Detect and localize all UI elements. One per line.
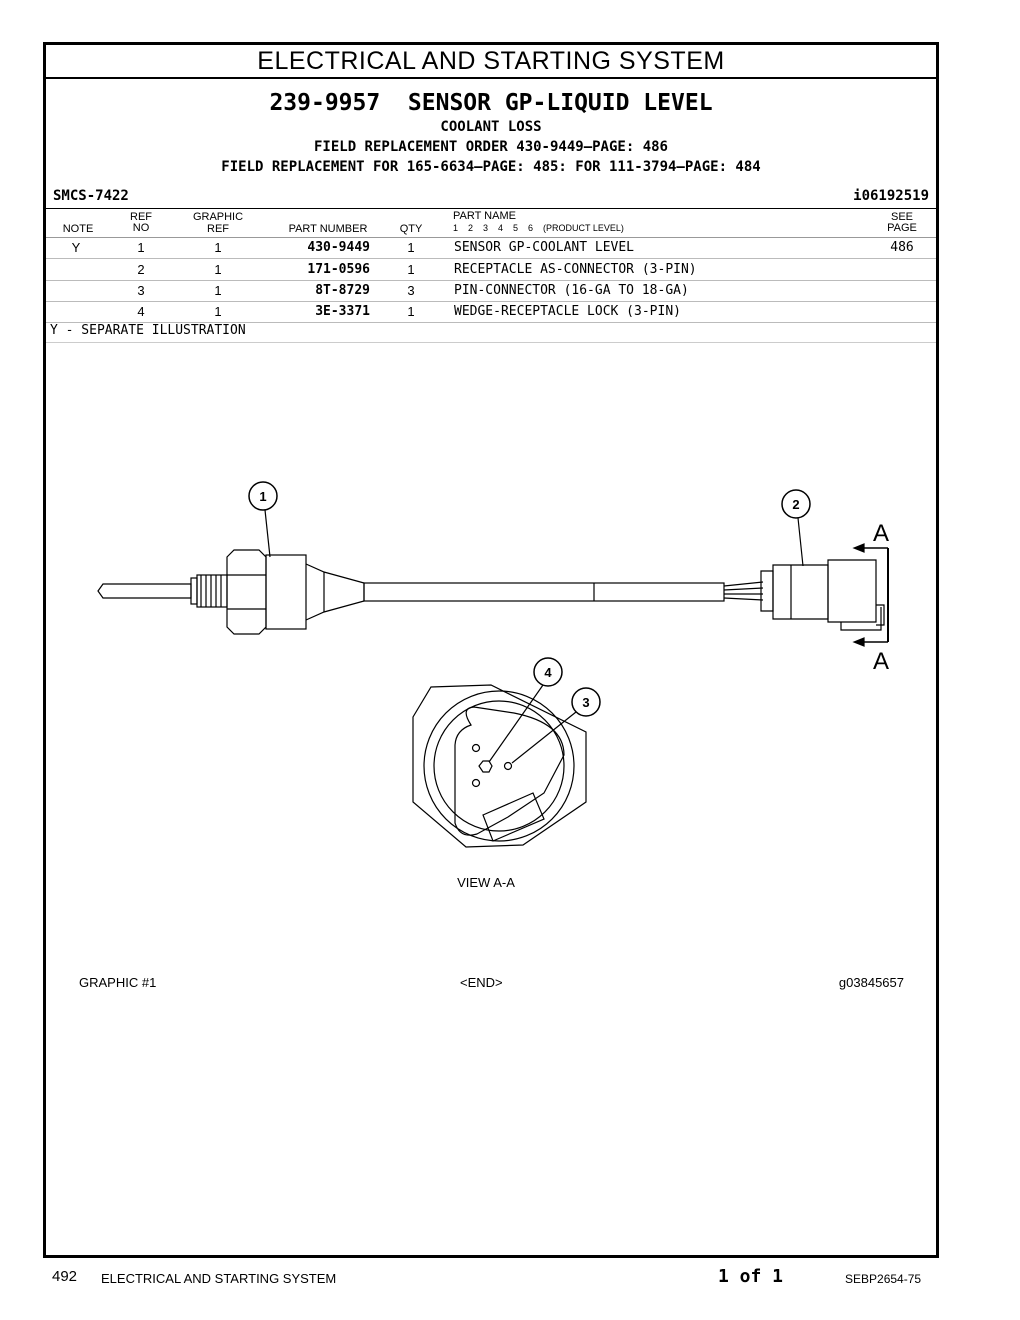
part-group-title: 239-9957 SENSOR GP-LIQUID LEVEL	[269, 90, 713, 116]
connector-lock	[840, 607, 882, 631]
row-graphic-ref: 1	[214, 240, 222, 255]
hex-body	[226, 549, 267, 635]
row-ref: 2	[137, 262, 145, 277]
pin-hole	[471, 743, 481, 753]
row-part-number: 430-9449	[307, 240, 370, 255]
section-title: ELECTRICAL AND STARTING SYSTEM	[46, 45, 936, 79]
field-replacement-order: FIELD REPLACEMENT ORDER 430-9449—PAGE: 4…	[313, 139, 668, 155]
table-row: 2 1 171-0596 1 RECEPTACLE AS-CONNECTOR (…	[46, 259, 936, 281]
footer-document-number: SEBP2654-75	[845, 1272, 922, 1286]
field-replacement-for: FIELD REPLACEMENT FOR 165-6634—PAGE: 485…	[221, 159, 761, 175]
sensor-cable	[363, 582, 725, 602]
col-graphic-line2: REF	[207, 223, 229, 235]
col-part-number: PART NUMBER	[288, 223, 368, 235]
callout-1-circle	[248, 481, 278, 511]
footer-page-number: 492	[52, 1268, 78, 1285]
row-part-name: SENSOR GP-COOLANT LEVEL	[454, 240, 635, 255]
row-ref: 1	[137, 240, 145, 255]
center-pin	[478, 760, 493, 773]
col-see-line2: PAGE	[887, 222, 917, 234]
thread-start	[190, 577, 198, 605]
connector-wires	[723, 581, 764, 601]
row-part-number: 8T-8729	[315, 283, 370, 298]
table-row: 4 1 3E-3371 1 WEDGE-RECEPTACLE LOCK (3-P…	[46, 301, 936, 323]
row-part-number: 171-0596	[307, 262, 370, 277]
wedge-lock	[482, 792, 545, 842]
col-ref-line2: NO	[132, 222, 150, 234]
connector-body	[772, 564, 829, 620]
col-part-name: PART NAME	[453, 210, 516, 222]
col-ref-line1: REF	[130, 211, 152, 223]
graphic-id: g03845657	[838, 975, 904, 990]
pin-hole	[503, 761, 513, 771]
col-product-levels: 1 2 3 4 5 6 (PRODUCT LEVEL)	[453, 223, 624, 233]
probe-tip	[97, 583, 192, 599]
row-qty: 1	[407, 240, 415, 255]
callout-2-circle	[781, 489, 811, 519]
row-qty: 1	[407, 304, 415, 319]
pin-hole	[471, 778, 481, 788]
col-see-line1: SEE	[890, 211, 913, 223]
section-marker-top: A	[873, 520, 889, 547]
table-row: Y 1 1 430-9449 1 SENSOR GP-COOLANT LEVEL…	[46, 237, 936, 259]
smcs-code: SMCS-7422	[53, 188, 129, 204]
row-part-name: RECEPTACLE AS-CONNECTOR (3-PIN)	[454, 262, 697, 277]
callout-3-circle	[571, 687, 601, 717]
page-frame: ELECTRICAL AND STARTING SYSTEM 239-9957 …	[43, 42, 939, 1258]
row-qty: 1	[407, 262, 415, 277]
col-graphic-line1: GRAPHIC	[192, 211, 244, 223]
row-graphic-ref: 1	[214, 283, 222, 298]
callout-1: 1	[259, 489, 266, 504]
row-part-name: WEDGE-RECEPTACLE LOCK (3-PIN)	[454, 304, 681, 319]
sensor-taper	[305, 563, 365, 621]
row-part-name: PIN-CONNECTOR (16-GA TO 18-GA)	[454, 283, 689, 298]
callout-4: 4	[544, 665, 552, 680]
document-id: i06192519	[853, 188, 929, 204]
connector-seal	[760, 570, 774, 612]
part-group-subtitle: COOLANT LOSS	[440, 119, 542, 135]
col-qty: QTY	[399, 223, 423, 235]
table-footnote: Y - SEPARATE ILLUSTRATION	[50, 323, 246, 338]
connector-face	[454, 706, 565, 836]
view-outer-ring	[423, 690, 575, 842]
footer-section-title: ELECTRICAL AND STARTING SYSTEM	[101, 1271, 337, 1286]
callout-4-circle	[533, 657, 563, 687]
connector-rear	[827, 559, 877, 623]
footnote-divider	[46, 342, 936, 343]
callout-3: 3	[582, 695, 589, 710]
row-ref: 3	[137, 283, 145, 298]
row-graphic-ref: 1	[214, 262, 222, 277]
table-row: 3 1 8T-8729 3 PIN-CONNECTOR (16-GA TO 18…	[46, 280, 936, 302]
row-note: Y	[71, 240, 81, 255]
col-note: NOTE	[62, 223, 94, 235]
section-marker-bottom: A	[873, 648, 889, 675]
row-see-page: 486	[890, 240, 914, 255]
view-label: VIEW A-A	[457, 875, 515, 890]
graphic-label: GRAPHIC #1	[79, 975, 157, 990]
row-graphic-ref: 1	[214, 304, 222, 319]
end-label: <END>	[460, 975, 503, 990]
row-part-number: 3E-3371	[315, 304, 370, 319]
view-inner-ring	[433, 700, 565, 832]
sensor-collar	[265, 554, 307, 630]
row-ref: 4	[137, 304, 145, 319]
view-hex-outline	[412, 684, 587, 848]
parts-table-header: NOTE REF NO GRAPHIC REF PART NUMBER QTY …	[46, 208, 936, 238]
footer-page-of: 1 of 1	[718, 1266, 784, 1287]
parts-illustration: 1 2 3 4 A A VIEW A-A	[97, 481, 889, 890]
callout-2: 2	[792, 497, 799, 512]
row-qty: 3	[407, 283, 415, 298]
